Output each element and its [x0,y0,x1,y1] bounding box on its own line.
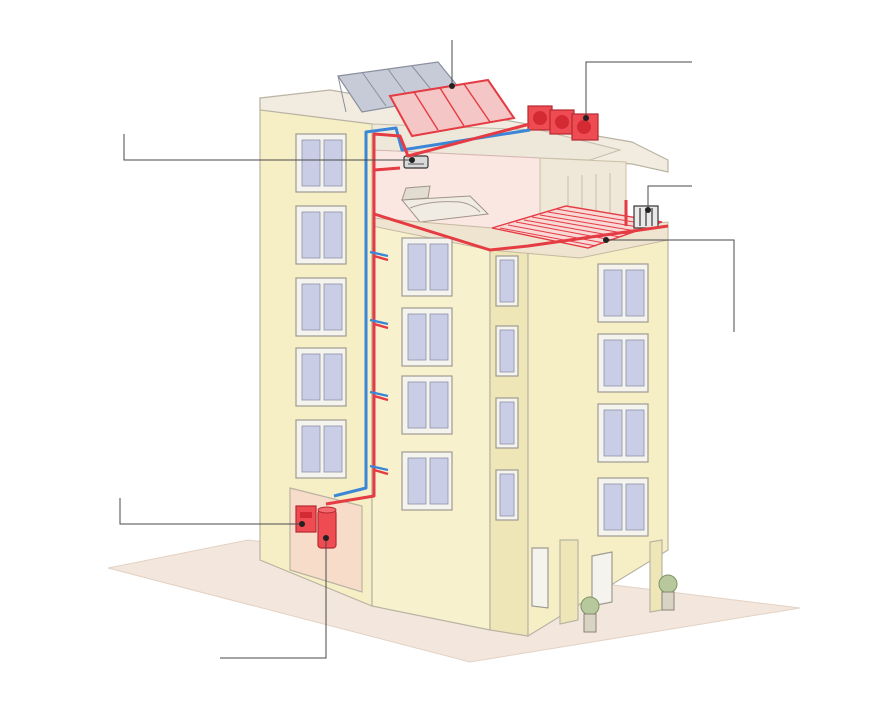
window [295,133,347,193]
bed-icon [400,185,490,223]
radiator-icon [633,205,659,229]
window [401,307,453,367]
plant-icon [658,574,678,611]
window [597,333,649,393]
heat-pump-icon [527,105,599,141]
hot-pipe-cutaway [373,212,669,252]
callout-storage-tank [220,535,329,659]
boiler-icon [295,505,317,533]
window [295,205,347,265]
entrance-door [531,547,549,609]
callout-heat-pump [583,61,692,121]
left-facade-windows [295,133,347,479]
tower-front-windows [495,255,519,521]
window [295,347,347,407]
entrance-door-right [591,551,613,607]
window [597,477,649,537]
callout-underfloor-heating [603,237,735,332]
pillar-right [649,539,663,613]
water-tank-icon [317,506,337,549]
window [597,403,649,463]
solar-panel-highlighted [388,78,516,138]
window [401,375,453,435]
window [597,263,649,323]
callout-radiator [645,185,692,213]
air-conditioner-icon [403,155,429,169]
callout-boiler [119,498,305,527]
right-facade-windows [597,263,649,537]
window [295,277,347,337]
window [401,451,453,511]
window [401,237,453,297]
hot-pipe [325,122,531,506]
window [295,419,347,479]
cold-pipe [333,126,531,498]
plant-icon [580,596,600,633]
callout-solar-collectors [449,40,455,89]
middle-facade-windows [401,237,453,511]
callout-indoor-unit [123,134,415,163]
callouts [119,40,735,659]
entrance-pillar [559,539,579,625]
pipe-network [325,122,669,506]
hot-pipe-floor-loop [373,166,401,172]
